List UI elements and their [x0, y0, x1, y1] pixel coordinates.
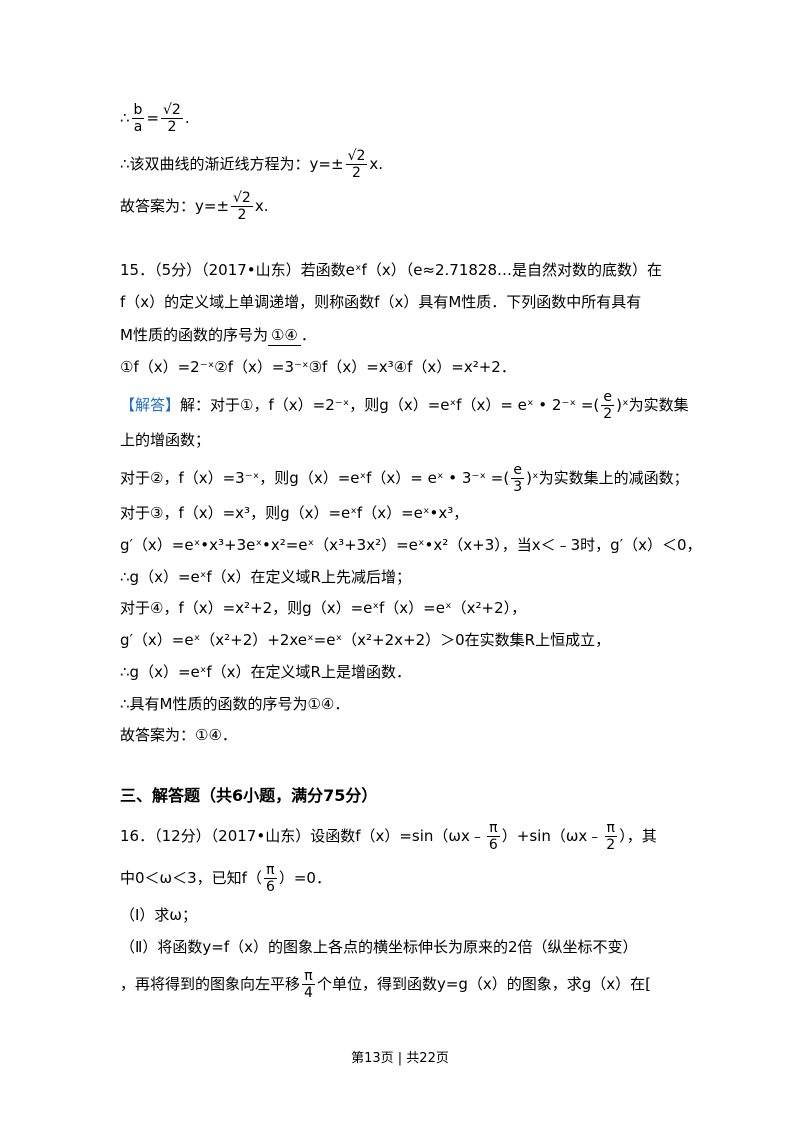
q15-solution-line7: 对于④，f（x）=x²+2，则g（x）=eˣf（x）=eˣ（x²+2）， — [120, 599, 527, 617]
q15-solution-line5: g′（x）=eˣ•x³+3eˣ•x²=eˣ（x³+3x²）=eˣ•x²（x+3）… — [120, 536, 702, 554]
q16-part2: （Ⅱ）将函数y=f（x）的图象上各点的横坐标伸长为原来的2倍（纵坐标不变） — [120, 938, 638, 956]
q15-line1: 15．（5分）（2017•山东）若函数eˣf（x）（e≈2.71828…是自然对… — [120, 261, 663, 279]
q16-part1: （Ⅰ）求ω； — [120, 906, 197, 924]
q15-solution-line2: 上的增函数； — [120, 431, 211, 449]
q15-solution-line4: 对于③，f（x）=x³，则g（x）=eˣf（x）=eˣ•x³， — [120, 504, 469, 522]
q15-solution-line10: ∴具有M性质的函数的序号为①④． — [120, 695, 350, 713]
q15-solution-line9: ∴g（x）=eˣf（x）在定义域R上是增函数． — [120, 663, 411, 681]
section-heading: 三、解答题（共6小题，满分75分） — [120, 786, 378, 805]
q15-solution-line8: g′（x）=eˣ（x²+2）+2xeˣ=eˣ（x²+2x+2）＞0在实数集R上恒… — [120, 631, 611, 649]
q15-solution-line6: ∴g（x）=eˣf（x）在定义域R上先减后增； — [120, 568, 411, 586]
q15-answer-blank: ①④ — [267, 325, 301, 346]
page-footer: 第13页 | 共22页 — [351, 1051, 449, 1066]
q15-solution-line1: 【解答】解：对于①，f（x）=2⁻ˣ，则g（x）=eˣf（x）= eˣ • 2⁻… — [120, 389, 689, 422]
q15-options: ①f（x）=2⁻ˣ②f（x）=3⁻ˣ③f（x）=x³④f（x）=x²+2． — [120, 358, 516, 376]
q15-line2: f（x）的定义域上单调递增，则称函数f（x）具有M性质．下列函数中所有具有 — [120, 293, 642, 311]
q15-solution-line11: 故答案为：①④． — [120, 726, 237, 744]
solution-tag: 【解答】 — [120, 396, 181, 414]
therefore-symbol: ∴ — [120, 109, 130, 127]
